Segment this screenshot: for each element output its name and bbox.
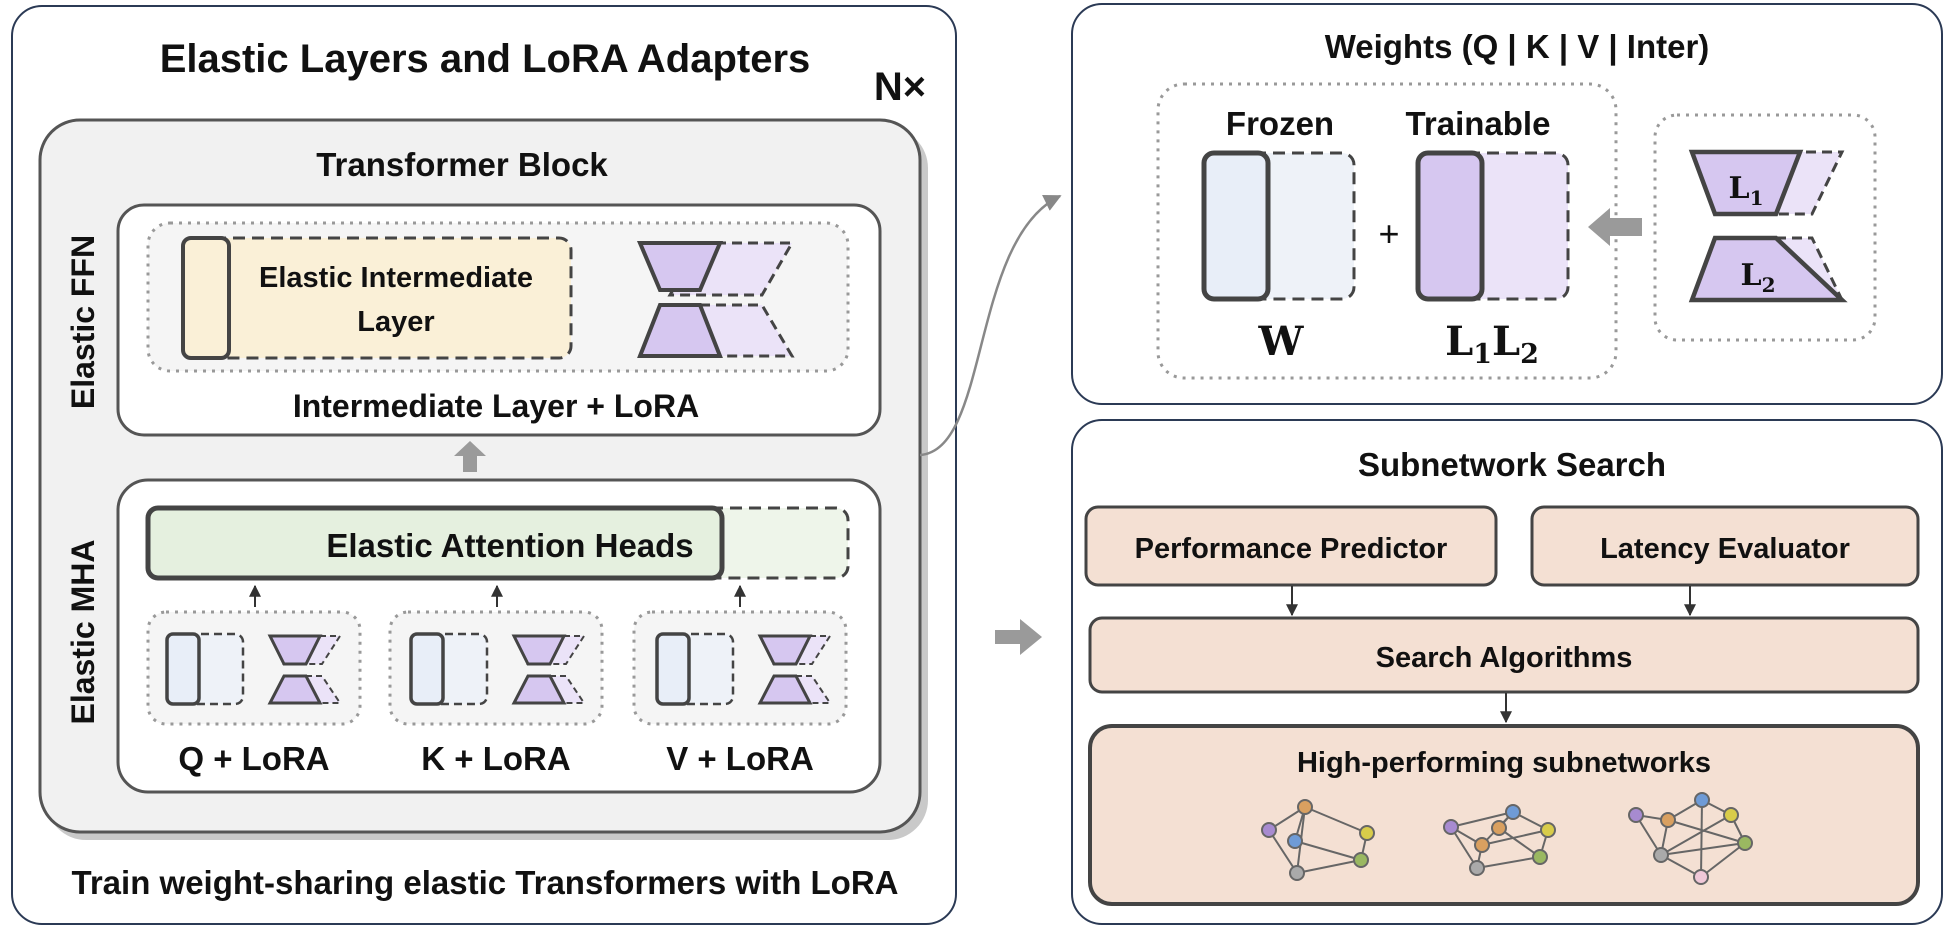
search-panel-title: Subnetwork Search bbox=[1358, 446, 1666, 483]
k-lora-label: K + LoRA bbox=[421, 740, 570, 777]
ffn-lora-adapter bbox=[636, 241, 795, 358]
plus-sign: + bbox=[1378, 213, 1399, 254]
trainable-weight-matrix bbox=[1415, 150, 1570, 302]
elastic-mha-label: Elastic MHA bbox=[65, 540, 101, 725]
latency-evaluator-box bbox=[1530, 505, 1920, 587]
search-algorithms-label: Search Algorithms bbox=[1376, 642, 1633, 674]
performance-predictor-box bbox=[1084, 505, 1498, 587]
q-lora-unit bbox=[146, 610, 362, 726]
subnetwork-graph-2 bbox=[1443, 804, 1556, 876]
l1l2-l1: L bbox=[1445, 318, 1473, 365]
l1l2-sub2: 2 bbox=[1520, 339, 1539, 370]
intermediate-label-line2: Layer bbox=[357, 306, 434, 338]
weights-panel-title: Weights (Q | K | V | Inter) bbox=[1325, 28, 1710, 65]
frozen-label: Frozen bbox=[1226, 105, 1334, 142]
frozen-weight-matrix bbox=[1201, 150, 1356, 302]
l1-base: L bbox=[1728, 171, 1749, 206]
intermediate-layer-box bbox=[181, 236, 573, 360]
ffn-caption: Intermediate Layer + LoRA bbox=[293, 388, 699, 424]
search-algorithms-box bbox=[1088, 616, 1920, 694]
search-link-arrow bbox=[995, 619, 1042, 655]
l1l2-label: L1L2 bbox=[1445, 318, 1539, 370]
v-lora-label: V + LoRA bbox=[666, 740, 814, 777]
search-panel: Subnetwork Search Performance Predictor … bbox=[1071, 419, 1943, 925]
attention-heads-active bbox=[145, 505, 725, 581]
ffn-box: Elastic Intermediate Layer Intermediate … bbox=[116, 203, 882, 437]
l1l2-sub1: 1 bbox=[1473, 339, 1492, 370]
q-lora-label: Q + LoRA bbox=[178, 740, 329, 777]
ffn-up-arrow bbox=[454, 441, 486, 472]
intermediate-label-line1: Elastic Intermediate bbox=[259, 262, 533, 294]
weights-link-arrow bbox=[919, 194, 1062, 457]
left-panel-title: Elastic Layers and LoRA Adapters bbox=[160, 37, 811, 81]
l1l2-l2: L bbox=[1492, 318, 1520, 365]
repeat-label: N× bbox=[874, 65, 926, 109]
l1-sub: 1 bbox=[1750, 186, 1764, 210]
intermediate-layer-active bbox=[181, 236, 231, 360]
subnetwork-graph-1 bbox=[1261, 799, 1375, 881]
transformer-block-title: Transformer Block bbox=[316, 146, 608, 183]
k-lora-unit bbox=[388, 610, 604, 726]
l1-label: L1 bbox=[1728, 171, 1763, 210]
trainable-label: Trainable bbox=[1406, 105, 1551, 142]
subnetworks-label: High-performing subnetworks bbox=[1297, 747, 1711, 779]
mha-box: Elastic Attention Heads bbox=[116, 478, 882, 794]
l2-base: L bbox=[1740, 258, 1761, 293]
weights-panel: Weights (Q | K | V | Inter) Frozen Train… bbox=[1071, 3, 1943, 405]
attention-heads-label: Elastic Attention Heads bbox=[326, 527, 693, 564]
l2-sub: 2 bbox=[1762, 273, 1776, 297]
elastic-ffn-label: Elastic FFN bbox=[65, 235, 101, 409]
w-label: W bbox=[1258, 318, 1305, 365]
l2-label: L2 bbox=[1740, 258, 1775, 297]
left-panel: Elastic Layers and LoRA Adapters N× Tran… bbox=[11, 5, 957, 925]
v-lora-unit bbox=[632, 610, 848, 726]
adapter-arrow bbox=[1588, 208, 1642, 246]
subnetwork-graph-3 bbox=[1628, 792, 1753, 885]
performance-predictor-label: Performance Predictor bbox=[1135, 533, 1448, 565]
lora-adapter-detail: L1 L2 bbox=[1653, 113, 1877, 342]
left-panel-footer: Train weight-sharing elastic Transformer… bbox=[72, 864, 899, 901]
latency-evaluator-label: Latency Evaluator bbox=[1600, 533, 1850, 565]
